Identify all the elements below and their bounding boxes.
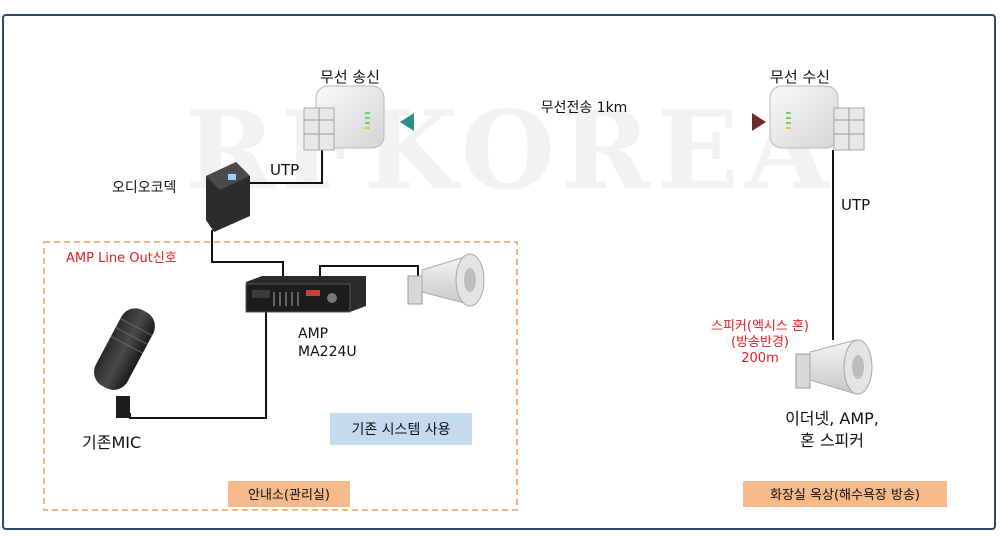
rx-equipment-line2: 혼 스피커 <box>800 431 864 450</box>
speaker-cable-office <box>319 265 419 278</box>
horn-speaker-office <box>407 253 485 307</box>
rooftop-text: 화장실 옥상(해수욕장 방송) <box>770 488 920 503</box>
wireless-transmitter <box>303 85 385 151</box>
speaker-spec-line2: (방송반경) <box>731 335 789 350</box>
rx-title: 무선 수신 <box>770 68 830 86</box>
wireless-link <box>400 113 766 131</box>
utp-label-left: UTP <box>270 161 299 179</box>
mic-label: 기존MIC <box>82 433 141 452</box>
utp-cable-left <box>248 150 323 184</box>
link-arrow-right <box>752 113 766 131</box>
link-arrow-left <box>400 113 414 131</box>
wireless-receiver <box>769 85 865 151</box>
amp-model-line2: MA224U <box>298 344 357 360</box>
rx-equipment-line1: 이더넷, AMP, <box>785 409 879 428</box>
diagram-frame <box>2 14 996 530</box>
link-label: 무선전송 1km <box>541 100 628 116</box>
rooftop-tag: 화장실 옥상(해수욕장 방송) <box>743 481 947 507</box>
office-text: 안내소(관리실) <box>248 488 330 503</box>
amp-model-line1: AMP <box>298 326 328 342</box>
microphone-device <box>94 308 155 418</box>
speaker-spec-line3: 200m <box>741 351 778 366</box>
utp-label-right: UTP <box>841 196 870 214</box>
amplifier-device <box>245 276 366 313</box>
speaker-spec-line1: 스피커(엑시스 혼) <box>711 319 809 334</box>
codec-label: 오디오코덱 <box>112 180 176 196</box>
horn-speaker-rooftop <box>795 339 873 395</box>
tx-title: 무선 송신 <box>320 68 380 86</box>
amp-line-out-label: AMP Line Out신호 <box>66 251 177 266</box>
line-out-cable <box>211 230 284 278</box>
office-tag: 안내소(관리실) <box>228 481 350 507</box>
existing-system-text: 기존 시스템 사용 <box>351 422 450 438</box>
existing-system-tag: 기존 시스템 사용 <box>330 413 472 445</box>
watermark-text: RFKOREA <box>185 88 834 214</box>
audio-codec-device <box>206 162 250 232</box>
